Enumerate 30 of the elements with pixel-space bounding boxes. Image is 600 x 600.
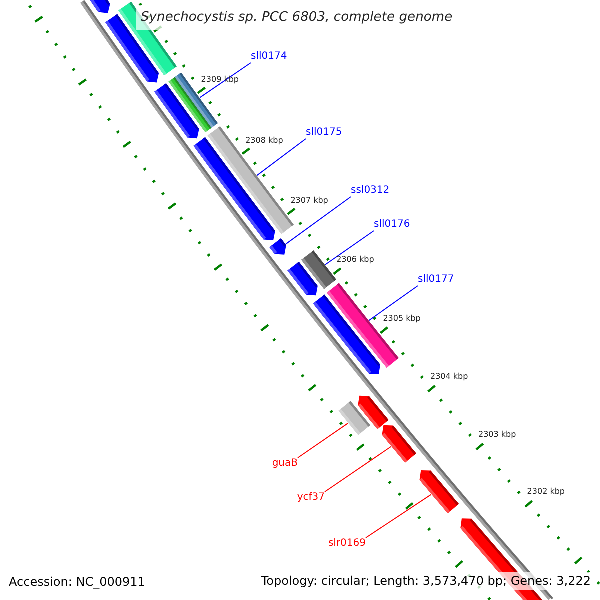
accession-note: Accession: NC_000911 xyxy=(9,575,146,589)
leader-line xyxy=(366,494,432,538)
gene-label: slr0169 xyxy=(328,538,366,550)
gene-label: ssl0312 xyxy=(351,185,390,197)
gene-label: sll0175 xyxy=(306,127,342,139)
tick-label: 2306 kbp xyxy=(336,255,374,266)
leader-line xyxy=(286,196,352,245)
tick-label: 2302 kbp xyxy=(527,487,565,497)
gene-label: sll0174 xyxy=(251,51,288,63)
leader-line xyxy=(368,286,418,322)
gene-bar xyxy=(301,250,336,290)
tick-label: 2307 kbp xyxy=(290,196,328,206)
tick-label: 2308 kbp xyxy=(246,136,284,146)
gene-label: sll0176 xyxy=(374,219,410,231)
leader-line xyxy=(200,62,252,98)
tick-label: 2305 kbp xyxy=(383,314,421,324)
leader-line xyxy=(298,422,349,458)
gene-label: guaB xyxy=(272,458,298,470)
leader-line xyxy=(324,230,374,266)
gene-block xyxy=(382,425,416,463)
tick-label: 2304 kbp xyxy=(430,372,468,382)
tick-label: 2303 kbp xyxy=(478,430,516,440)
tick-label: 2309 kbp xyxy=(201,75,239,86)
leader-line xyxy=(324,446,392,492)
gene-block xyxy=(420,470,460,514)
gene-bar xyxy=(338,401,370,436)
gene-label: sll0177 xyxy=(418,274,454,286)
leader-line xyxy=(256,138,306,176)
gene-label: ycf37 xyxy=(297,492,325,504)
gene-block xyxy=(270,238,286,255)
